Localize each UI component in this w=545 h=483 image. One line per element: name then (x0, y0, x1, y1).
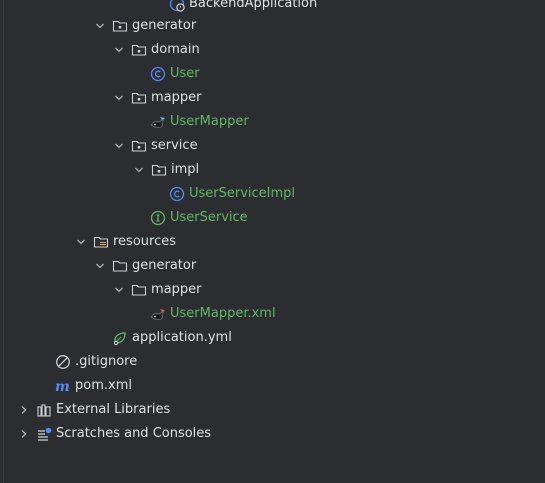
tree-label: Scratches and Consoles (56, 426, 212, 441)
package-icon (131, 138, 147, 154)
class-icon (150, 66, 166, 82)
chevron-down-icon[interactable] (111, 90, 127, 106)
chevron-down-icon[interactable] (111, 138, 127, 154)
tree-label: mapper (151, 282, 202, 297)
interface-icon (150, 210, 166, 226)
tree-label: .gitignore (75, 354, 138, 369)
panel-left-border (3, 0, 4, 483)
tree-label: resources (113, 234, 177, 249)
tree-label: application.yml (132, 330, 232, 345)
tree-row-resources[interactable]: resources (0, 230, 545, 254)
tree-row-domain-package[interactable]: domain (0, 38, 545, 62)
tree-label: External Libraries (56, 402, 171, 417)
chevron-down-icon[interactable] (73, 234, 89, 250)
folder-icon (112, 258, 128, 274)
tree-row-pom-xml[interactable]: m pom.xml (0, 374, 545, 398)
package-icon (151, 162, 167, 178)
tree-row-generator-folder[interactable]: generator (0, 254, 545, 278)
chevron-down-icon[interactable] (131, 162, 147, 178)
tree-row-mapper-folder[interactable]: mapper (0, 278, 545, 302)
tree-row-impl-package[interactable]: impl (0, 158, 545, 182)
package-icon (112, 18, 128, 34)
tree-label: generator (132, 18, 197, 33)
tree-row-user-mapper-xml[interactable]: UserMapper.xml (0, 302, 545, 326)
library-icon (36, 402, 52, 418)
tree-row-external-libraries[interactable]: External Libraries (0, 398, 545, 422)
tree-row-user-service-impl[interactable]: UserServiceImpl (0, 182, 545, 206)
folder-icon (131, 282, 147, 298)
resources-folder-icon (93, 234, 109, 250)
tree-label: service (151, 138, 198, 153)
tree-row-scratches[interactable]: Scratches and Consoles (0, 422, 545, 446)
spring-boot-class-icon (169, 0, 185, 12)
chevron-right-icon[interactable] (16, 402, 32, 418)
tree-row-application-yml[interactable]: application.yml (0, 326, 545, 350)
tree-label: User (170, 66, 200, 81)
tree-label: UserMapper.xml (170, 306, 276, 321)
svg-text:m: m (55, 379, 70, 395)
chevron-down-icon[interactable] (92, 258, 108, 274)
tree-label: BackendApplication (189, 0, 318, 11)
spring-config-icon (112, 330, 128, 346)
ignore-file-icon (55, 354, 71, 370)
chevron-down-icon[interactable] (111, 282, 127, 298)
chevron-right-icon[interactable] (16, 426, 32, 442)
tree-label: mapper (151, 90, 202, 105)
maven-icon: m (55, 378, 71, 395)
tree-row-gitignore[interactable]: .gitignore (0, 350, 545, 374)
tree-label: UserService (170, 210, 248, 225)
tree-label: impl (171, 162, 200, 177)
package-icon (131, 42, 147, 58)
mybatis-mapper-icon (150, 114, 166, 130)
tree-row-user-mapper[interactable]: UserMapper (0, 110, 545, 134)
class-icon (169, 186, 185, 202)
tree-label: pom.xml (75, 378, 132, 393)
chevron-down-icon[interactable] (111, 42, 127, 58)
tree-label: generator (132, 258, 197, 273)
tree-row-user-service[interactable]: UserService (0, 206, 545, 230)
tree-row-generator-package[interactable]: generator (0, 14, 545, 38)
scratches-icon (36, 426, 52, 442)
tree-row-user-class[interactable]: User (0, 62, 545, 86)
chevron-down-icon[interactable] (92, 18, 108, 34)
tree-label: UserMapper (170, 114, 249, 129)
tree-row-service-package[interactable]: service (0, 134, 545, 158)
tree-row-backend-application[interactable]: BackendApplication (0, 0, 545, 16)
tree-row-mapper-package[interactable]: mapper (0, 86, 545, 110)
tree-label: UserServiceImpl (189, 186, 296, 201)
package-icon (131, 90, 147, 106)
mybatis-xml-icon (150, 306, 166, 322)
tree-label: domain (151, 42, 200, 57)
